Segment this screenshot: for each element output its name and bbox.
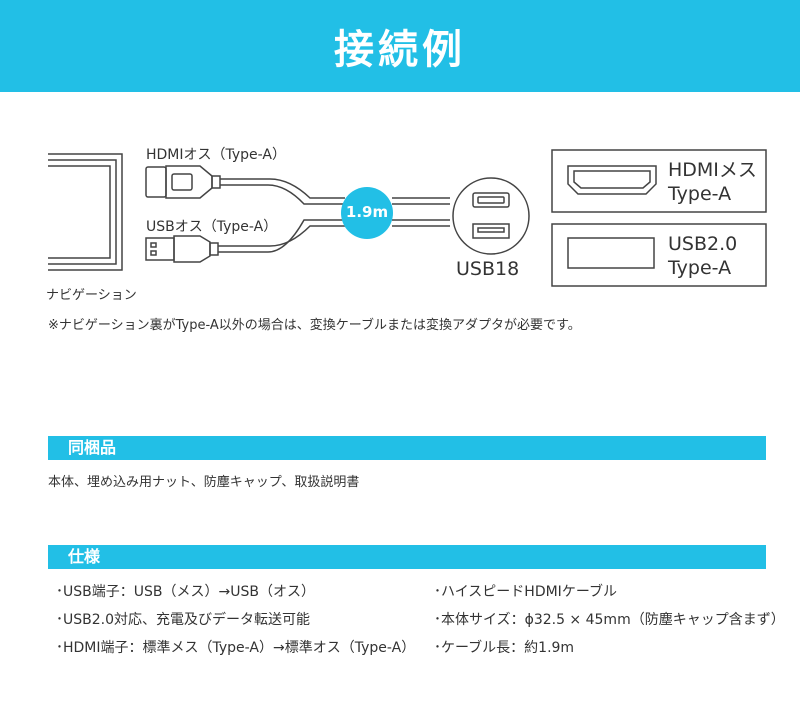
hdmi-port-label-1: HDMIメス: [668, 159, 757, 181]
connector-name: USB18: [456, 258, 520, 280]
connection-diagram: HDMIオス（Type-A） USBオス（Type-A） 1.9m USB18 …: [0, 92, 800, 322]
hdmi-female-port-icon: [551, 149, 767, 213]
contents-heading: 同梱品: [48, 436, 766, 460]
cable-length-text: 1.9m: [345, 203, 389, 221]
usb-plug-label: USBオス（Type-A）: [146, 219, 278, 235]
usb-plug-icon: [145, 235, 219, 263]
hdmi-plug-label: HDMIオス（Type-A）: [146, 147, 286, 163]
spec-right-3: ･ケーブル長：約1.9m: [434, 640, 575, 656]
spec-left-1: ･USB端子：USB（メス）→USB（オス）: [56, 584, 315, 600]
spec-right-1: ･ハイスピードHDMIケーブル: [434, 584, 617, 600]
spec-right-2: ･本体サイズ：ϕ32.5 × 45mm（防塵キャップ含まず）: [434, 612, 785, 628]
spec-left-2: ･USB2.0対応、充電及びデータ転送可能: [56, 612, 311, 628]
spec-left-3: ･HDMI端子：標準メス（Type-A）→標準オス（Type-A）: [56, 640, 416, 656]
hdmi-plug-icon: [145, 165, 221, 199]
page-title: 接続例: [334, 27, 466, 73]
specs-heading: 仕様: [48, 545, 766, 569]
usb18-connector-icon: [452, 177, 530, 255]
usb-female-port-icon: [551, 223, 767, 287]
cable-lines: [218, 178, 450, 253]
usb-port-label-2: Type-A: [668, 257, 732, 279]
device-label: ナビゲーション: [46, 288, 137, 303]
navigation-device-icon: [48, 153, 123, 271]
hdmi-port-label-2: Type-A: [668, 183, 732, 205]
contents-text: 本体、埋め込み用ナット、防塵キャップ、取扱説明書: [48, 475, 360, 490]
cable-length-badge: [341, 187, 393, 239]
header-band: 接続例: [0, 0, 800, 92]
usb-port-label-1: USB2.0: [668, 233, 738, 255]
compatibility-note: ※ナビゲーション裏がType-A以外の場合は、変換ケーブルまたは変換アダプタが必…: [48, 318, 581, 333]
diagram-graphic: [48, 149, 767, 287]
